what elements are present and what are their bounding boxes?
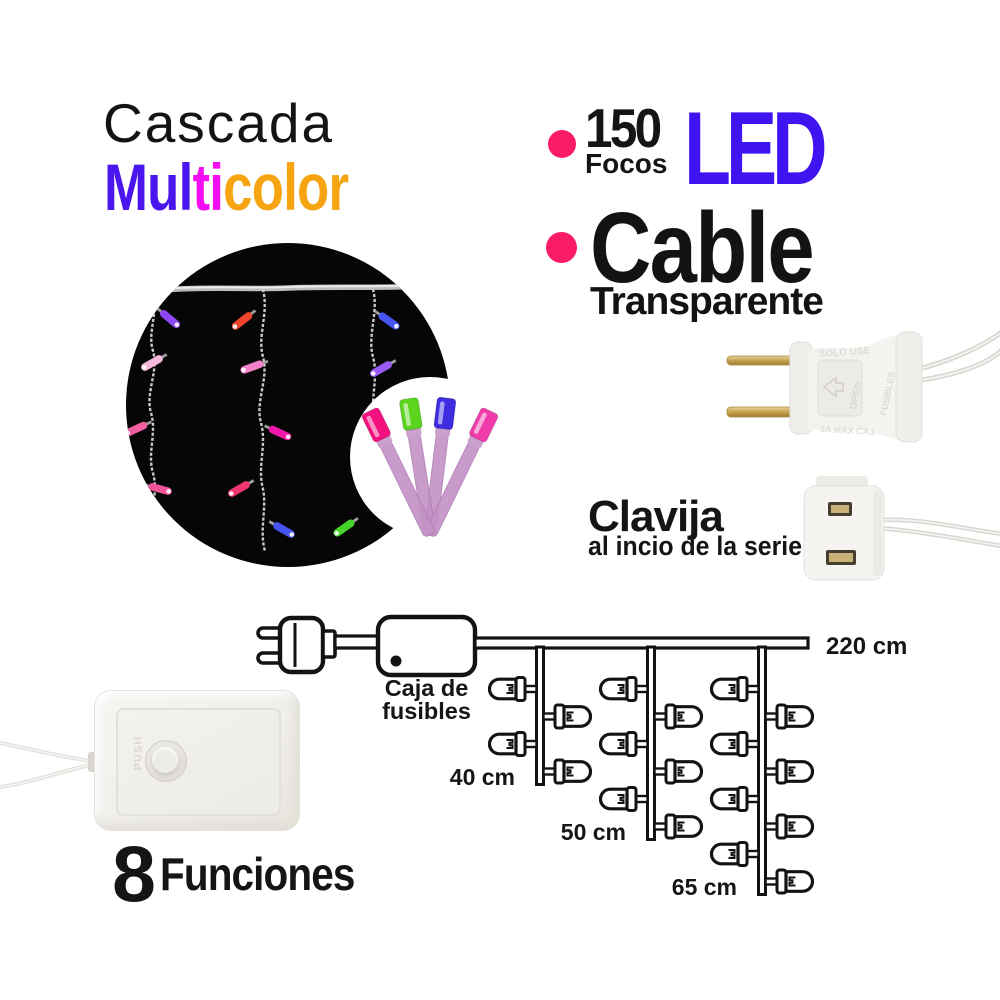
cable-title: Cable (590, 192, 815, 304)
length-diagram (256, 614, 815, 896)
diagram-led-bulb (653, 813, 704, 840)
title-colored-segment: Mul (104, 150, 193, 224)
plug-embossed-bottom: 3A MAX CAJ (820, 424, 875, 437)
light-strand (148, 288, 157, 506)
product-title-multicolor: Multicolor (104, 154, 349, 220)
drop-length-label: 50 cm (560, 818, 626, 845)
bullet-dot (546, 232, 577, 263)
curtain-led-bulb (333, 517, 359, 537)
diagram-led-bulb (764, 868, 815, 895)
product-title: Cascada (103, 92, 335, 154)
led-closeup-photo (350, 377, 510, 537)
diagram-led-bulb (653, 703, 704, 730)
controller-wires (0, 741, 100, 789)
clavija-title: Clavija (588, 492, 724, 541)
plug-photo: SOLO USE OPEN FUSIBLES 3A MAX CAJ (726, 330, 1000, 443)
light-strand (258, 288, 267, 552)
diagram-led-bulb (598, 731, 649, 757)
fuse-box-label: Caja de fusibles (341, 675, 512, 724)
diagram-led-bulb (764, 813, 815, 840)
diagram-led-bulb (542, 703, 593, 730)
diagram-plug-art (256, 615, 381, 675)
bullet-dot (548, 130, 576, 158)
clavija-subtitle: al incio de la serie (588, 531, 803, 561)
title-colored-segment: ti (192, 150, 224, 224)
closeup-led-bulb (399, 397, 436, 536)
drop-length-label: 40 cm (449, 763, 515, 790)
functions-number: 8 (112, 829, 156, 918)
curtain-led-bulb (264, 424, 292, 441)
controller-button-label: PUSH (132, 735, 145, 771)
fuse-box-dot (390, 655, 402, 667)
main-cable (473, 636, 810, 650)
led-closeup-art (361, 396, 499, 537)
led-count: 150 (585, 97, 662, 159)
curtain-led-bulb (240, 359, 269, 374)
diagram-led-bulb (709, 786, 760, 812)
diagram-led-bulb (764, 758, 815, 785)
diagram-led-bulb (709, 841, 760, 867)
diagram-led-bulb (653, 758, 704, 785)
curtain-led-bulb (231, 309, 257, 330)
diagram-led-bulb (542, 758, 593, 785)
controller-push-button (152, 747, 178, 773)
closeup-led-bulb (425, 407, 499, 537)
open-arrow-icon (822, 376, 844, 398)
light-drops (487, 645, 815, 896)
curtain-led-bulb (268, 520, 295, 538)
curtain-led-bulb (374, 310, 400, 330)
diagram-led-bulb (487, 731, 538, 757)
functions-label: Funciones (160, 848, 355, 900)
curtain-led-bulb (156, 307, 181, 329)
diagram-led-bulb (709, 731, 760, 757)
curtain-led-bulb (228, 479, 255, 497)
socket-photo (803, 476, 1000, 581)
fuse-box-label-line1: Caja de (384, 675, 469, 701)
total-length-label: 220 cm (826, 633, 908, 660)
controller-box-photo: PUSH (95, 691, 299, 830)
curtain-led-bulb (126, 420, 152, 437)
socket-body (803, 485, 885, 581)
diagram-led-bulb (598, 676, 649, 702)
diagram-led-bulb (487, 676, 538, 702)
cable-subtitle: Transparente (590, 280, 824, 323)
light-strand (370, 288, 379, 476)
curtain-led-bulb (141, 353, 168, 371)
curtain-bulbs (126, 307, 400, 538)
controller-panel (116, 708, 281, 816)
diagram-led-bulb (764, 703, 815, 730)
led-unit: Focos (585, 148, 668, 179)
fuse-box-label-line2: fusibles (382, 698, 471, 724)
led-word: LED (684, 91, 828, 207)
closeup-led-bulb (361, 407, 435, 537)
diagram-led-bulb (709, 676, 760, 702)
curtain-led-bulb (370, 359, 397, 377)
plug-fuse-door (817, 359, 863, 417)
title-colored-segment: color (223, 150, 349, 224)
fuse-box (375, 614, 478, 678)
curtain-lights-art (126, 282, 437, 552)
plug-embossed-top: SOLO USE (818, 345, 871, 360)
drop-length-label: 65 cm (671, 873, 737, 900)
curtain-led-bulb (143, 483, 172, 495)
diagram-led-bulb (598, 786, 649, 812)
